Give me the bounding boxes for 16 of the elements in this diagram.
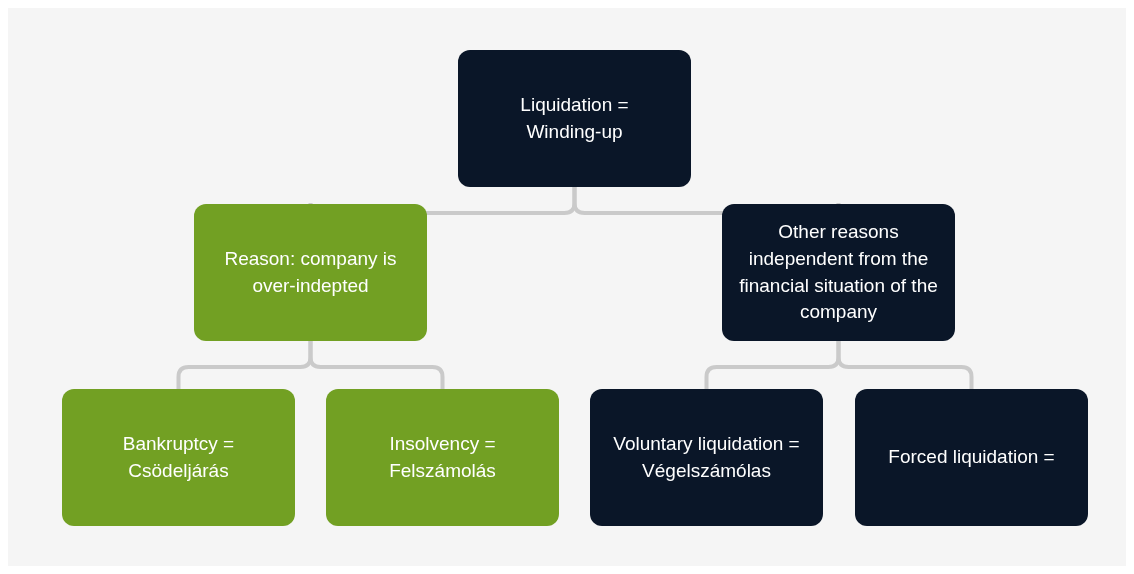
process-box: [590, 389, 823, 526]
node-label: Other reasons independent from the financial situation of the company: [738, 220, 939, 325]
process-box: [194, 204, 427, 341]
node-label: Voluntary liquidation = Végelszámólas: [612, 431, 801, 483]
node-label: Insolvency = Felszámolás: [388, 431, 497, 483]
process-box: [458, 50, 691, 187]
process-box: [326, 389, 559, 526]
process-box: [722, 204, 955, 341]
connector-line: [836, 341, 974, 389]
node-label: Forced liquidation =: [888, 445, 1055, 470]
node-label: Reason: company is over-indepted: [223, 246, 398, 298]
process-box: [855, 389, 1088, 526]
process-box: [62, 389, 295, 526]
node-label: Bankruptcy = Csödeljárás: [121, 431, 236, 483]
connector-line: [308, 341, 445, 389]
node-label: Liquidation = Winding-up: [519, 92, 630, 144]
